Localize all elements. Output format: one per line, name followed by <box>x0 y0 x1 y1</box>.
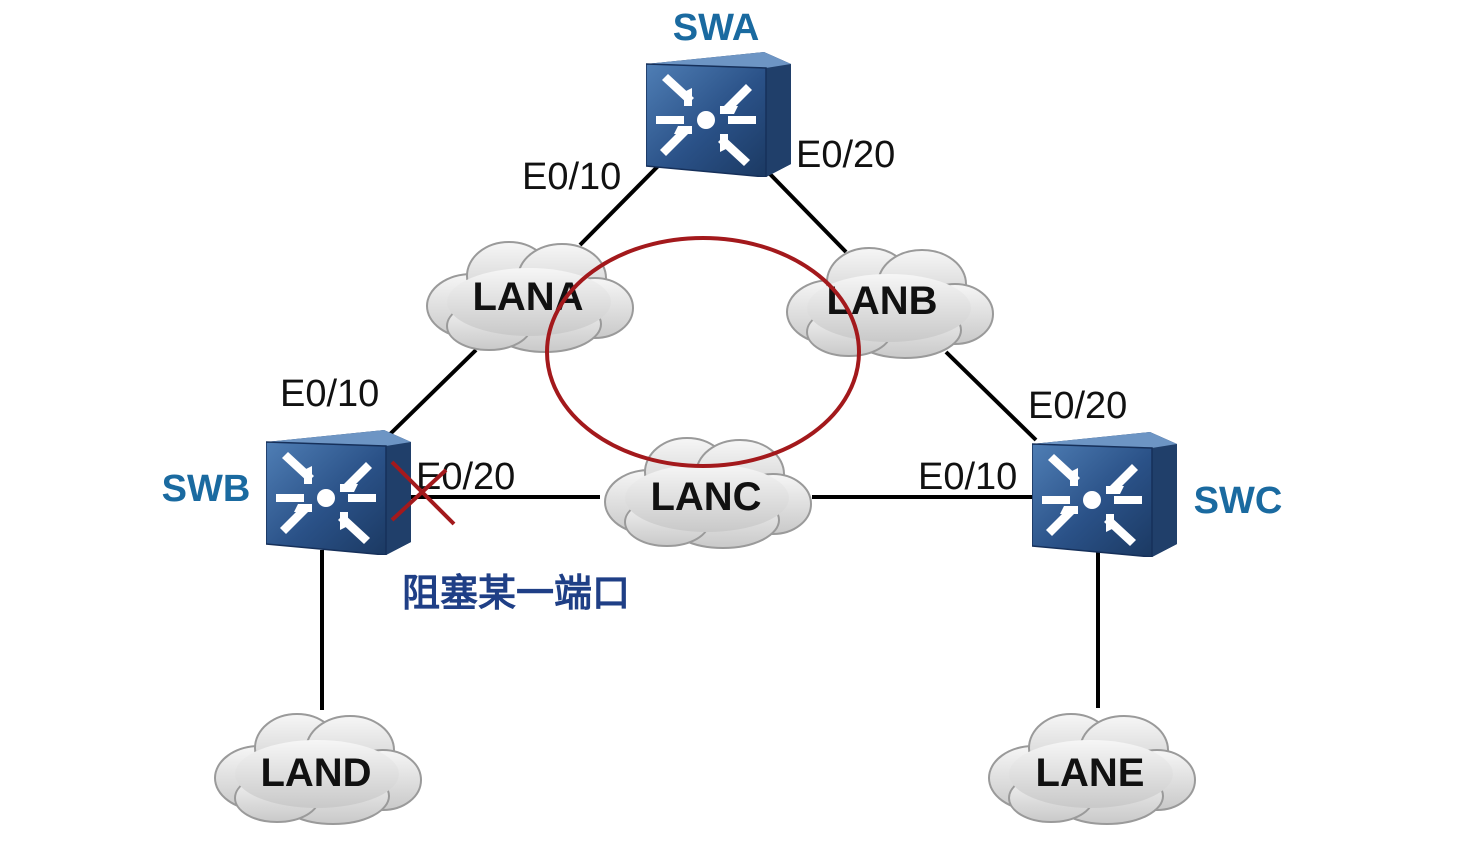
lan-label: LANB <box>826 279 937 323</box>
lan-label: LANC <box>650 475 761 519</box>
loop-ring-icon <box>545 236 861 468</box>
blocked-port-annotation: 阻塞某一端口 <box>402 571 630 615</box>
port-label-swb-e0-10: E0/10 <box>280 373 379 415</box>
lan-land: LAND <box>213 712 423 826</box>
switch-label: SWA <box>673 7 760 49</box>
network-switch-icon <box>646 52 791 177</box>
port-label-swa-e0-20: E0/20 <box>796 134 895 176</box>
port-label-swa-e0-10: E0/10 <box>522 156 621 198</box>
network-switch-icon <box>1032 432 1177 557</box>
link-lanb-swc <box>944 350 1038 442</box>
port-label-swc-e0-20: E0/20 <box>1028 385 1127 427</box>
lan-label: LANE <box>1036 751 1145 795</box>
switch-swc: SWC <box>1032 432 1282 557</box>
switches: SWA SWB SWC <box>162 7 1282 557</box>
link-lana-swb <box>382 348 478 442</box>
lan-lanb: LANB <box>785 246 995 360</box>
port-labels: E0/10 E0/20 E0/10 E0/20 E0/20 E0/10 <box>280 134 1127 498</box>
lan-lana: LANA <box>425 240 635 354</box>
link-swa-lanb <box>766 170 848 254</box>
switch-label: SWB <box>162 468 251 510</box>
switch-swa: SWA <box>646 7 791 177</box>
lan-lane: LANE <box>987 712 1197 826</box>
port-label-swb-e0-20: E0/20 <box>416 456 515 498</box>
lan-label: LAND <box>260 751 371 795</box>
lan-clouds: LANA LANB LANC LAND LANE <box>213 240 1197 826</box>
switch-label: SWC <box>1194 480 1283 522</box>
links <box>320 156 1100 710</box>
x-mark-icon <box>390 460 456 526</box>
network-switch-icon <box>266 430 411 555</box>
switch-swb: SWB <box>162 430 411 555</box>
port-label-swc-e0-10: E0/10 <box>918 456 1017 498</box>
link-swa-lana <box>578 156 668 247</box>
lan-lanc: LANC <box>603 436 813 550</box>
